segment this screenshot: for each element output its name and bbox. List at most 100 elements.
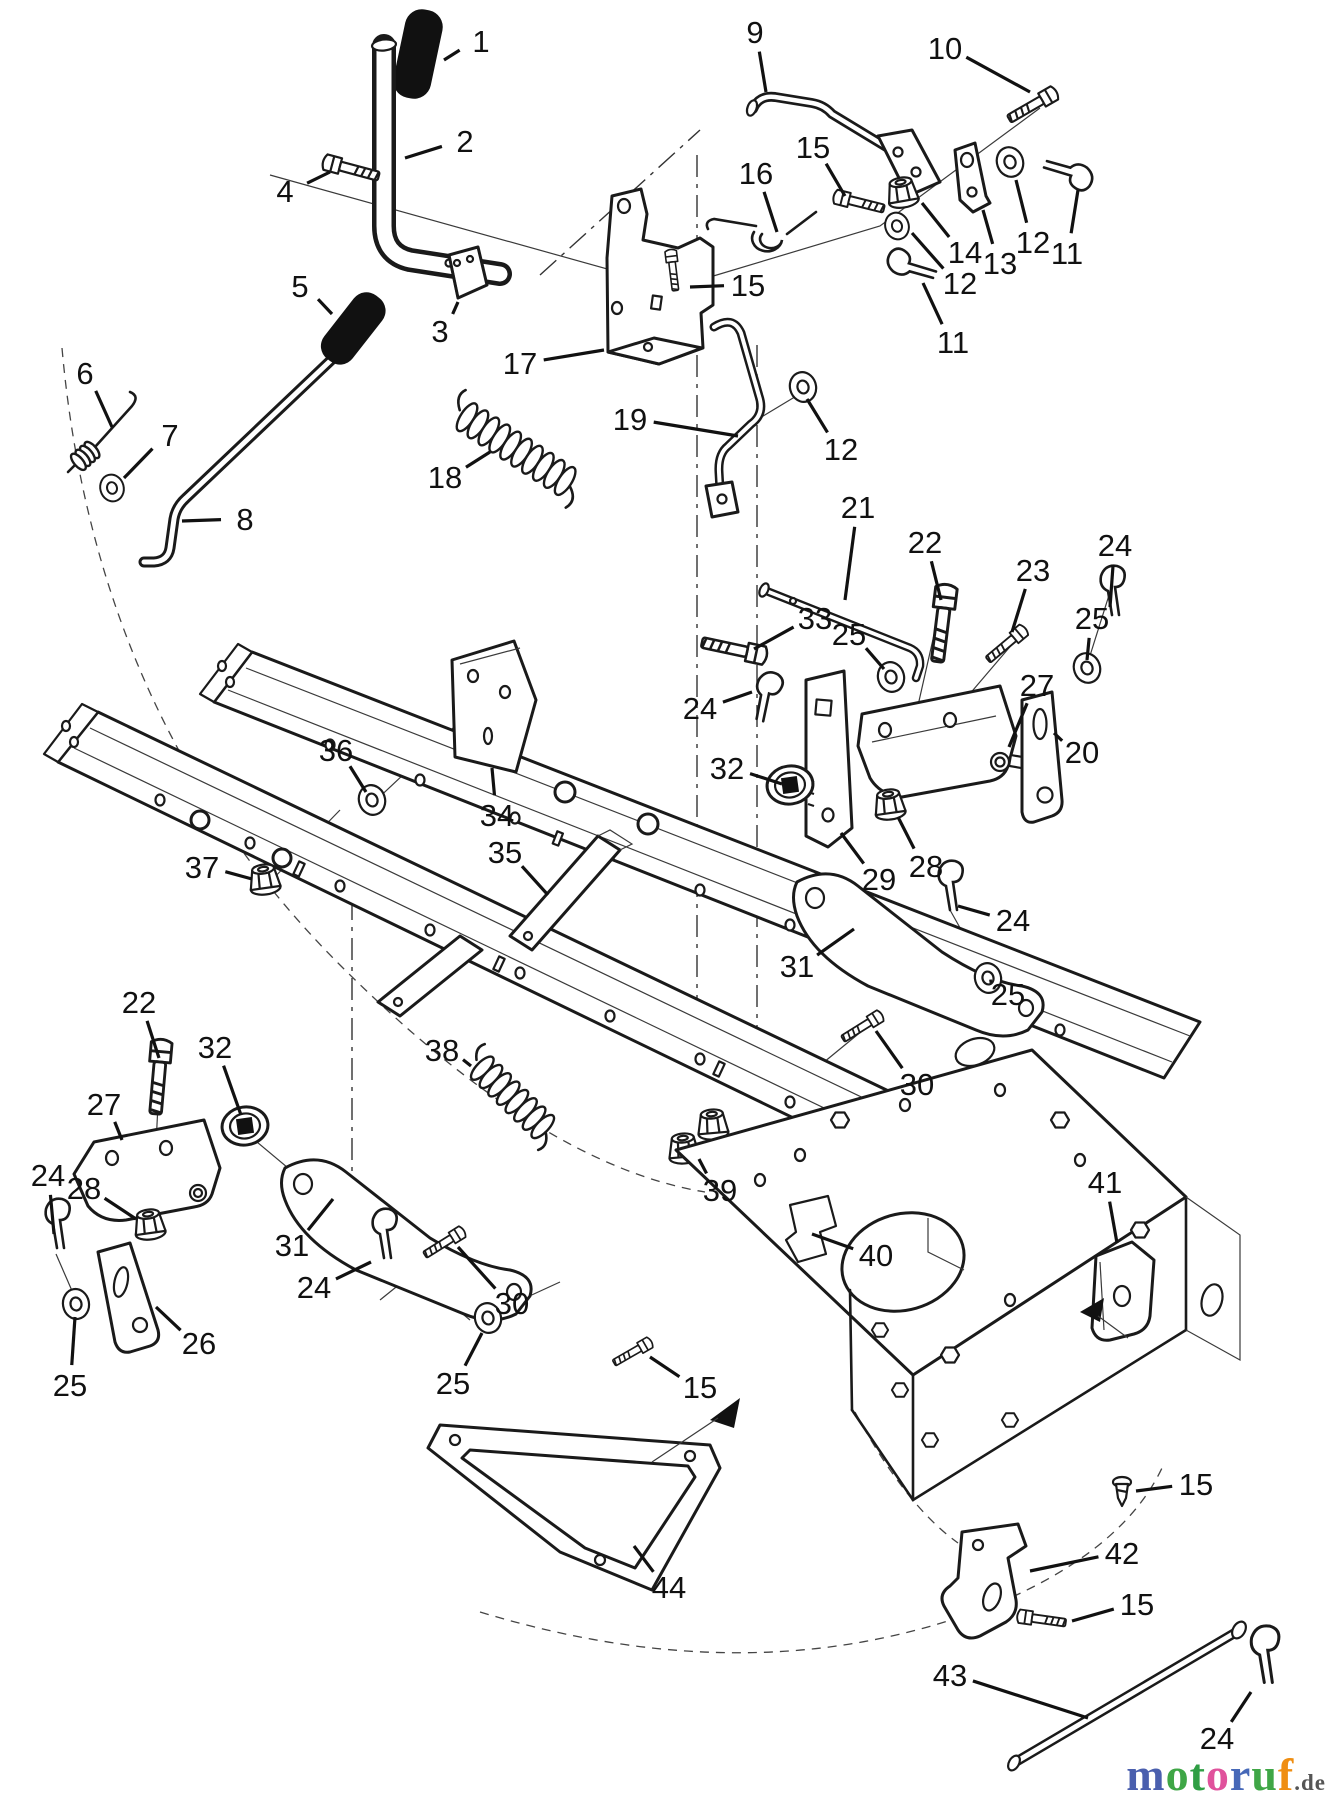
callout-label-12: 12 xyxy=(943,266,977,301)
part-arm-31r xyxy=(792,872,1045,1038)
callout-leader xyxy=(404,144,443,160)
callout-label-11: 11 xyxy=(1051,236,1083,271)
callout-leader xyxy=(1010,588,1027,633)
callout-leader xyxy=(824,162,847,197)
callout-leader xyxy=(929,560,943,601)
part-plate-13 xyxy=(953,141,992,214)
callout-leader xyxy=(972,1679,1089,1720)
part-strap-26 xyxy=(96,1241,161,1354)
callout-leader xyxy=(632,1545,655,1573)
part-rod-43 xyxy=(1007,1620,1247,1772)
part-bolt-4 xyxy=(319,152,382,186)
callout-leader xyxy=(722,690,753,704)
part-arm-31L xyxy=(280,1158,533,1322)
logo-letter: f xyxy=(1277,1749,1295,1800)
logo-letter: m xyxy=(1126,1749,1166,1800)
part-washer-7 xyxy=(96,470,128,506)
callout-leader xyxy=(490,767,497,796)
part-shapes xyxy=(42,9,1281,1772)
logo-suffix: .de xyxy=(1294,1770,1326,1795)
callout-leader xyxy=(306,170,331,185)
callout-label-21: 21 xyxy=(841,490,875,525)
callout-leader xyxy=(839,832,865,865)
callout-label-37: 37 xyxy=(185,850,219,885)
motoruf-logo[interactable]: motoruf.de xyxy=(1126,1752,1326,1798)
callout-leader xyxy=(113,1121,124,1141)
callout-leader xyxy=(910,231,945,270)
callout-leader xyxy=(154,1305,182,1332)
part-bolt-15f xyxy=(1015,1608,1068,1631)
callout-leader xyxy=(874,1030,904,1070)
callout-label-30: 30 xyxy=(900,1067,934,1102)
callout-leader xyxy=(896,816,916,850)
part-plate-3 xyxy=(447,245,489,300)
callout-label-29: 29 xyxy=(862,862,896,897)
part-engine-plate-40 xyxy=(674,1036,1241,1502)
callout-leader xyxy=(222,1065,243,1116)
logo-letter: o xyxy=(1205,1749,1230,1800)
callout-label-30: 30 xyxy=(495,1286,529,1321)
callout-leader xyxy=(70,1316,77,1366)
callout-leader xyxy=(805,398,829,434)
callout-label-6: 6 xyxy=(76,356,93,391)
part-cross-bar-35a xyxy=(508,829,634,952)
part-lift-handle-2 xyxy=(370,34,512,286)
logo-word: motoruf xyxy=(1126,1749,1294,1800)
callout-label-5: 5 xyxy=(291,269,308,304)
callout-label-2: 2 xyxy=(456,124,473,159)
callout-label-16: 16 xyxy=(739,156,773,191)
callout-label-25: 25 xyxy=(991,977,1025,1012)
part-clamp-bracket xyxy=(784,1194,838,1264)
part-plate-34 xyxy=(450,639,538,774)
part-bushing-32L xyxy=(218,1102,272,1150)
part-washer-36 xyxy=(353,780,391,820)
callout-label-25: 25 xyxy=(1075,601,1109,636)
callout-label-25: 25 xyxy=(436,1366,470,1401)
callout-leader xyxy=(653,420,739,438)
callout-label-31: 31 xyxy=(275,1228,309,1263)
part-spring-16 xyxy=(705,210,818,253)
part-bolt-33 xyxy=(698,632,770,667)
callout-label-32: 32 xyxy=(198,1030,232,1065)
callout-leader xyxy=(181,518,222,523)
callout-label-15: 15 xyxy=(1120,1587,1154,1622)
callout-leader xyxy=(451,301,460,315)
callout-leader xyxy=(306,1197,335,1232)
part-rod-19 xyxy=(704,317,766,519)
callout-label-14: 14 xyxy=(948,235,982,270)
callout-leader xyxy=(462,1058,472,1068)
part-washer-12b xyxy=(880,208,914,244)
callout-label-20: 20 xyxy=(1065,735,1099,770)
logo-letter: u xyxy=(1251,1749,1278,1800)
callout-leader xyxy=(762,191,779,233)
callout-leader xyxy=(224,870,253,881)
part-rod-21 xyxy=(758,582,925,683)
logo-letter: t xyxy=(1189,1749,1206,1800)
callout-label-33: 33 xyxy=(798,601,832,636)
part-spring-6 xyxy=(66,390,137,474)
callout-leader xyxy=(316,298,334,316)
callout-label-4: 4 xyxy=(276,174,293,209)
callout-leader xyxy=(463,1332,484,1367)
callout-label-44: 44 xyxy=(652,1570,686,1605)
callout-label-9: 9 xyxy=(746,15,763,50)
callout-label-43: 43 xyxy=(933,1658,967,1693)
callout-label-18: 18 xyxy=(428,460,462,495)
callout-label-31: 31 xyxy=(780,949,814,984)
part-u-bracket-44 xyxy=(426,1423,722,1592)
callout-label-22: 22 xyxy=(908,525,942,560)
part-bolt-15a xyxy=(830,188,887,217)
callout-leader xyxy=(965,55,1031,94)
callout-leader xyxy=(1071,1607,1115,1623)
callout-label-11: 11 xyxy=(937,325,969,360)
callout-leader xyxy=(920,202,951,238)
callout-label-41: 41 xyxy=(1088,1165,1122,1200)
callout-leader xyxy=(1007,702,1029,748)
callout-label-3: 3 xyxy=(431,314,448,349)
part-spring-18 xyxy=(455,388,577,509)
callout-leader xyxy=(145,1020,161,1059)
callout-label-35: 35 xyxy=(488,835,522,870)
callout-leader xyxy=(689,284,725,289)
part-grip-1 xyxy=(393,9,443,99)
